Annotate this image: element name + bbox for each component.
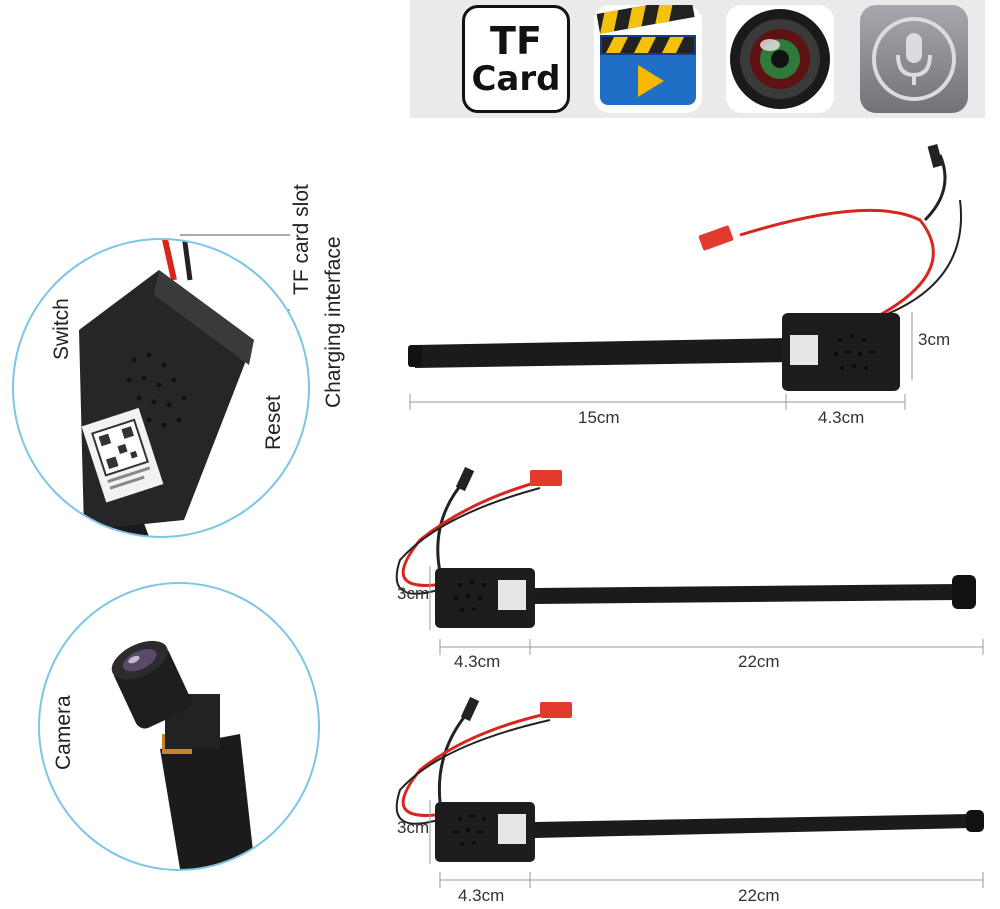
- product-1-drawing: [408, 144, 962, 410]
- camera-callout-circle: [38, 582, 320, 871]
- product-1-module-width-dim: 4.3cm: [818, 408, 865, 427]
- tf-card-text-line1: TF: [490, 19, 542, 63]
- video-clapperboard-icon: [594, 0, 702, 113]
- camera-closeup-image: [111, 640, 255, 869]
- module-callout-circle: [12, 238, 310, 538]
- product-3-height-dim: 3cm: [397, 818, 430, 837]
- module-closeup-image: [79, 240, 254, 536]
- tf-card-text-line2: Card: [471, 59, 561, 99]
- tf-card-icon: TF Card: [462, 5, 570, 113]
- charging-interface-label: Charging interface: [322, 236, 345, 408]
- camera-label: Camera: [52, 695, 75, 770]
- product-3-drawing: [395, 696, 984, 888]
- camera-lens-icon: [726, 5, 834, 113]
- product-1-height-dim: 3cm: [918, 330, 951, 349]
- tf-card-slot-label: TF card slot: [290, 184, 313, 295]
- microphone-icon: [860, 5, 968, 113]
- product-2-drawing: [395, 466, 984, 655]
- switch-label: Switch: [50, 298, 73, 360]
- reset-label: Reset: [262, 395, 285, 450]
- product-2-cable-length-dim: 22cm: [738, 652, 780, 671]
- product-1-cable-length-dim: 15cm: [578, 408, 620, 427]
- product-3-cable-length-dim: 22cm: [738, 886, 780, 905]
- product-3-module-width-dim: 4.3cm: [458, 886, 505, 905]
- product-2-module-width-dim: 4.3cm: [454, 652, 501, 671]
- product-2-height-dim: 3cm: [397, 584, 430, 603]
- feature-icon-strip: TF Card: [410, 0, 985, 118]
